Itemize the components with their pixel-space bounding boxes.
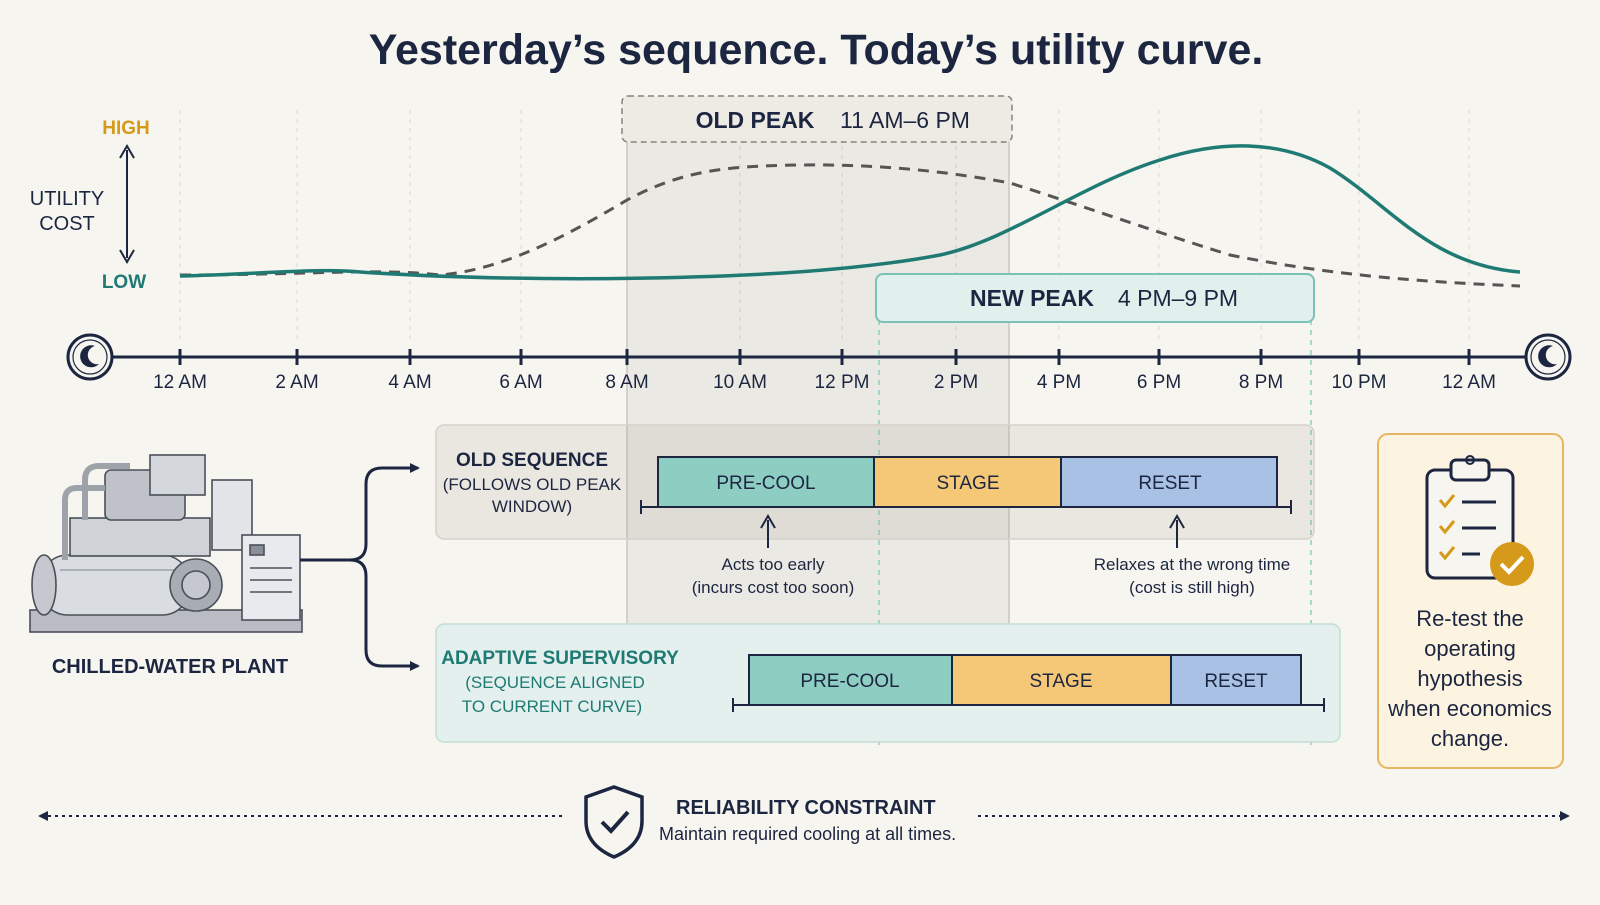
branch-connector <box>300 463 420 562</box>
adaptive-sequence-span-bracket <box>732 698 1325 712</box>
adaptive-reset-segment <box>1170 654 1302 706</box>
tick-label: 8 PM <box>1239 372 1283 393</box>
old-peak-label-box <box>621 95 1013 143</box>
timeline-ticks <box>178 349 1471 365</box>
tick-label: 6 AM <box>499 372 542 393</box>
old-sequence-span-bracket <box>640 500 1292 514</box>
note-right-arrow-head <box>1169 514 1185 529</box>
old-peak-label: OLD PEAK <box>696 107 815 133</box>
shield-check-icon <box>584 785 644 859</box>
chiller-plant-illustration <box>29 454 303 633</box>
tick-label: 6 PM <box>1137 372 1181 393</box>
old-reset-label: RESET <box>1138 473 1202 494</box>
retest-card <box>1377 433 1564 769</box>
reliability-subtitle: Maintain required cooling at all times. <box>659 824 956 844</box>
night-end-icon <box>1524 333 1572 381</box>
tick-label: 4 PM <box>1037 372 1081 393</box>
clipboard-checklist-icon <box>1425 455 1534 586</box>
timeline-tick-labels: 12 AM 2 AM 4 AM 6 AM 8 AM 10 AM 12 PM 2 … <box>153 372 1496 393</box>
y-axis-label-line1: UTILITY <box>30 188 104 210</box>
new-peak-label-box <box>875 273 1315 323</box>
retest-text-line4: when economics <box>1387 696 1552 721</box>
adaptive-sequence-title: ADAPTIVE SUPERVISORY <box>441 648 679 669</box>
old-sequence-subtitle: (FOLLOWS OLD PEAK <box>443 475 622 494</box>
old-precool-label: PRE-COOL <box>716 473 815 494</box>
y-axis-low-label: LOW <box>102 272 146 293</box>
adaptive-stage-label: STAGE <box>1030 671 1093 692</box>
note-left-line2: (incurs cost too soon) <box>692 578 855 597</box>
old-peak-range: 11 AM–6 PM <box>840 107 970 133</box>
note-left-arrow-head <box>760 514 776 529</box>
new-peak-label: NEW PEAK <box>970 285 1094 311</box>
old-sequence-subtitle: WINDOW) <box>492 497 572 516</box>
y-axis-arrow-down-head <box>119 249 135 264</box>
tick-label: 8 AM <box>605 372 648 393</box>
adaptive-sequence-subtitle: TO CURRENT CURVE) <box>462 697 642 716</box>
retest-text-line5: change. <box>1431 726 1509 751</box>
page-title: Yesterday’s sequence. Today’s utility cu… <box>369 26 1264 74</box>
y-axis-label-line2: COST <box>39 213 95 235</box>
branch-connector <box>349 558 420 671</box>
note-right-line2: (cost is still high) <box>1129 578 1255 597</box>
retest-text-line2: operating <box>1424 636 1516 661</box>
retest-text-line3: hypothesis <box>1417 666 1522 691</box>
retest-text-line1: Re-test the <box>1416 606 1524 631</box>
old-utility-curve <box>179 163 1521 288</box>
current-utility-curve <box>179 144 1521 281</box>
y-axis-high-label: HIGH <box>102 118 150 139</box>
adaptive-reset-label: RESET <box>1204 671 1268 692</box>
adaptive-precool-label: PRE-COOL <box>800 671 899 692</box>
old-sequence-title: OLD SEQUENCE <box>456 450 608 471</box>
tick-label: 10 AM <box>713 372 767 393</box>
tick-label: 12 AM <box>153 372 207 393</box>
old-stage-label: STAGE <box>937 473 1000 494</box>
night-start-icon <box>66 333 114 381</box>
tick-label: 2 AM <box>275 372 318 393</box>
note-left-line1: Acts too early <box>722 555 825 574</box>
adaptive-sequence-subtitle: (SEQUENCE ALIGNED <box>465 673 645 692</box>
tick-label: 4 AM <box>388 372 431 393</box>
adaptive-precool-segment <box>748 654 953 706</box>
plant-label: CHILLED-WATER PLANT <box>52 656 288 678</box>
tick-label: 2 PM <box>934 372 978 393</box>
y-axis-arrow-up-head <box>119 144 135 159</box>
tick-label: 10 PM <box>1332 372 1387 393</box>
new-peak-range: 4 PM–9 PM <box>1118 285 1238 311</box>
note-right-line1: Relaxes at the wrong time <box>1094 555 1291 574</box>
tick-label: 12 AM <box>1442 372 1496 393</box>
reliability-title: RELIABILITY CONSTRAINT <box>676 797 936 819</box>
tick-label: 12 PM <box>815 372 870 393</box>
